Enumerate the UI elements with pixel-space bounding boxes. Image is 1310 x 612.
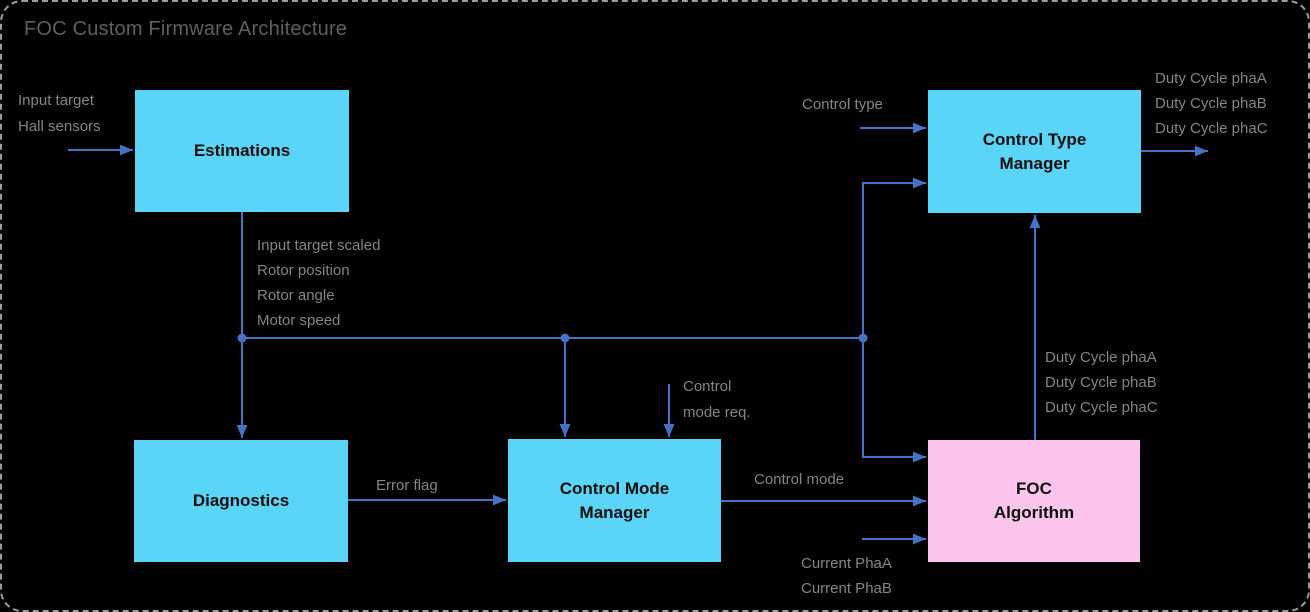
label-inputs-left: Input target Hall sensors	[18, 92, 101, 135]
junction-dot-estimations	[237, 333, 247, 343]
block-control-type-manager: Control Type Manager	[928, 90, 1141, 213]
junction-dot-control-mode	[560, 333, 570, 343]
diagram-title: FOC Custom Firmware Architecture	[24, 18, 348, 40]
label-duty-cycle-foc: Duty Cycle phaA Duty Cycle phaB Duty Cyc…	[1045, 349, 1158, 416]
label-control-mode: Control mode	[754, 471, 845, 488]
junction-dot-right	[858, 333, 868, 343]
block-foc-algorithm: FOC Algorithm	[928, 440, 1140, 562]
label-error-flag: Error flag	[376, 477, 438, 494]
label-estimation-outputs: Input target scaled Rotor position Rotor…	[257, 237, 381, 329]
connector-bus-to-control-type-manager	[862, 177, 926, 338]
block-control-mode-manager: Control Mode Manager	[508, 439, 721, 562]
block-diagnostics: Diagnostics	[134, 440, 348, 562]
label-control-mode-request: Control mode req.	[683, 378, 751, 421]
connector-bus-to-foc	[862, 338, 926, 463]
label-control-type: Control type	[802, 96, 883, 113]
block-estimations: Estimations	[135, 90, 349, 212]
label-duty-cycle-outputs: Duty Cycle phaA Duty Cycle phaB Duty Cyc…	[1155, 70, 1268, 137]
label-currents: Current PhaA Current PhaB	[801, 555, 892, 597]
